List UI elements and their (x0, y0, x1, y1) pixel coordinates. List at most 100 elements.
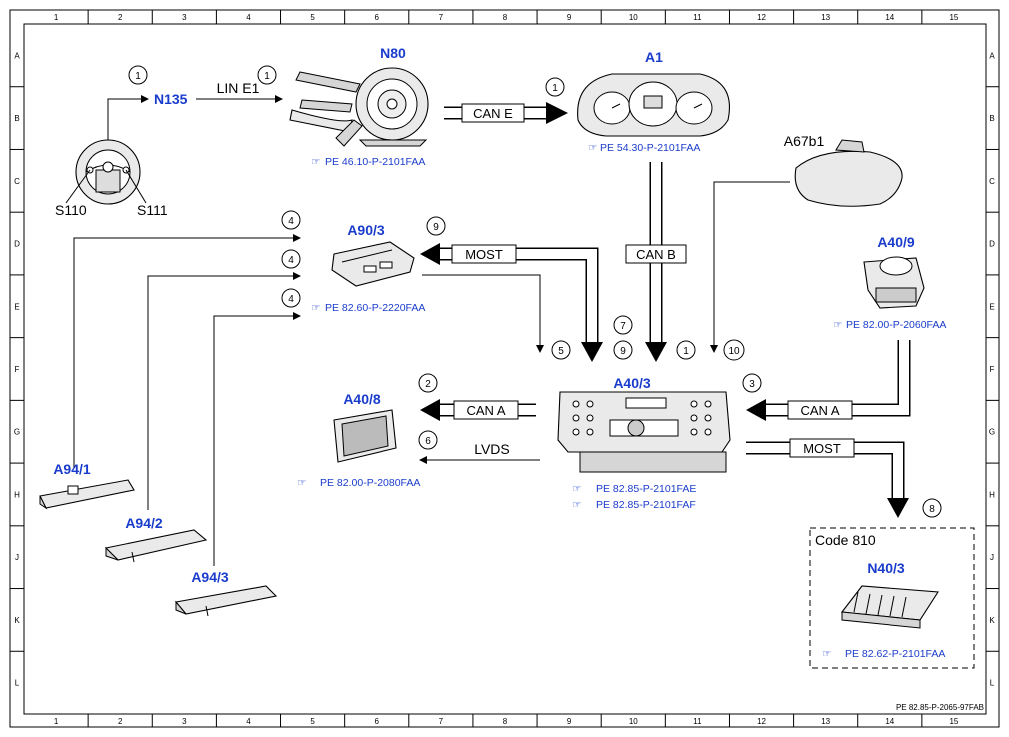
grid-row-label-right: E (989, 302, 994, 311)
a94-3-antenna-icon (174, 585, 278, 617)
a40-8-label: A40/8 (343, 391, 381, 407)
a40-8-ref: PE 82.00-P-2080FAA (320, 477, 420, 489)
grid-row-label-left: J (15, 553, 19, 562)
can-e-label: CAN E (473, 106, 513, 121)
signal-in-10: 10 (728, 346, 740, 357)
outer-frame (9, 9, 1000, 728)
signal-in-9: 9 (620, 346, 626, 357)
grid-row-label-right: G (989, 428, 995, 437)
signal-can-e: 1 (552, 83, 558, 94)
grid-column-label-top: 15 (949, 13, 958, 22)
grid-row-label-left: K (14, 616, 20, 625)
a40-9-controller-icon (863, 256, 925, 309)
grid-column-label-top: 5 (310, 13, 315, 22)
ref-hand-icon-a40-9: ☞ (833, 319, 842, 331)
can-b-connection (625, 162, 687, 362)
grid-column-label-bottom: 6 (375, 717, 380, 726)
grid-column-label-bottom: 12 (757, 717, 766, 726)
n40-3-ref: PE 82.62-P-2101FAA (845, 648, 945, 660)
grid-column-label-bottom: 13 (821, 717, 830, 726)
a90-3-label: A90/3 (347, 222, 385, 238)
grid-row-label-left: H (14, 490, 20, 499)
grid-column-label-bottom: 4 (246, 717, 251, 726)
a94-1-antenna-icon (39, 479, 135, 510)
signal-a90-1: 4 (288, 216, 294, 227)
steering-column-module-icon (289, 67, 429, 147)
ref-hand-icon-a40-8: ☞ (297, 477, 306, 489)
instrument-cluster-icon (577, 73, 730, 137)
grid-row-label-right: C (989, 177, 995, 186)
grid-row-label-right: L (990, 679, 995, 688)
grid-column-label-bottom: 15 (949, 717, 958, 726)
a94-2-antenna-icon (104, 529, 208, 563)
a40-9-ref: PE 82.00-P-2060FAA (846, 319, 946, 331)
grid-row-label-left: A (14, 51, 20, 60)
grid-column-label-top: 2 (118, 13, 123, 22)
ref-hand-icon-a90: ☞ (311, 302, 320, 314)
grid-row-label-right: H (989, 490, 995, 499)
grid-column-label-top: 1 (54, 13, 59, 22)
a1-ref: PE 54.30-P-2101FAA (600, 142, 700, 154)
grid-column-label-bottom: 14 (885, 717, 894, 726)
ref-hand-icon-a40-3-1: ☞ (572, 483, 581, 495)
grid-row-label-left: L (15, 679, 20, 688)
a40-3-ref1: PE 82.85-P-2101FAE (596, 483, 696, 495)
grid-row-label-right: J (990, 553, 994, 562)
grid-row-label-left: B (14, 114, 19, 123)
a40-3-label: A40/3 (613, 375, 651, 391)
signal-can-a-a40-8: 2 (425, 379, 431, 390)
a90-3-module-icon (331, 241, 415, 287)
grid-column-label-bottom: 3 (182, 717, 187, 726)
grid-column-label-bottom: 5 (310, 717, 315, 726)
grid-column-label-top: 13 (821, 13, 830, 22)
grid-column-label-bottom: 1 (54, 717, 59, 726)
lin-e1-label: LIN E1 (217, 80, 260, 96)
signal-in-7: 7 (620, 321, 626, 332)
n135-label: N135 (154, 91, 188, 107)
grid-column-label-top: 6 (375, 13, 380, 22)
most-a90-connection (420, 243, 603, 362)
a94-1-label: A94/1 (53, 461, 91, 477)
steering-wheel-icon (75, 139, 141, 205)
grid-row-label-left: D (14, 240, 20, 249)
most-top-label: MOST (465, 247, 503, 262)
a1-label: A1 (645, 49, 663, 65)
n80-label: N80 (380, 45, 406, 61)
grid-row-label-right: K (989, 616, 995, 625)
grid-column-label-bottom: 7 (439, 717, 444, 726)
ref-hand-icon-a1: ☞ (588, 142, 597, 154)
ref-hand-icon-n40: ☞ (822, 648, 831, 660)
grid-column-label-bottom: 2 (118, 717, 123, 726)
a40-9-label: A40/9 (877, 234, 915, 250)
signal-n135-out: 1 (264, 71, 270, 82)
signal-n135-in: 1 (135, 71, 141, 82)
can-b-label: CAN B (636, 247, 676, 262)
grid-column-label-bottom: 10 (629, 717, 638, 726)
grid-row-label-right: B (989, 114, 994, 123)
can-e-connection (444, 102, 568, 124)
most-right-connection (746, 438, 909, 518)
grid-column-label-bottom: 11 (693, 717, 702, 726)
grid-row-label-left: E (14, 302, 19, 311)
ref-hand-icon-a40-3-2: ☞ (572, 499, 581, 511)
signal-most-n40: 8 (929, 504, 935, 515)
grid-column-label-top: 10 (629, 13, 638, 22)
most-right-label: MOST (803, 441, 841, 456)
lvds-label: LVDS (474, 441, 510, 457)
grid-column-label-top: 11 (693, 13, 702, 22)
grid-row-label-right: D (989, 240, 995, 249)
can-a-left-connection (420, 399, 536, 421)
grid-column-label-top: 8 (503, 13, 508, 22)
signal-a90-3: 4 (288, 294, 294, 305)
grid-column-label-bottom: 9 (567, 717, 572, 726)
a90-3-ref: PE 82.60-P-2220FAA (325, 302, 425, 314)
n40-3-amplifier-icon (840, 585, 939, 629)
can-a-left-label: CAN A (466, 403, 505, 418)
grid-row-label-right: F (990, 365, 995, 374)
grid-column-label-top: 9 (567, 13, 572, 22)
document-id: PE 82.85-P-2065-97FAB (896, 703, 984, 712)
inner-frame (23, 23, 987, 715)
grid-column-label-top: 12 (757, 13, 766, 22)
grid-column-label-top: 4 (246, 13, 251, 22)
